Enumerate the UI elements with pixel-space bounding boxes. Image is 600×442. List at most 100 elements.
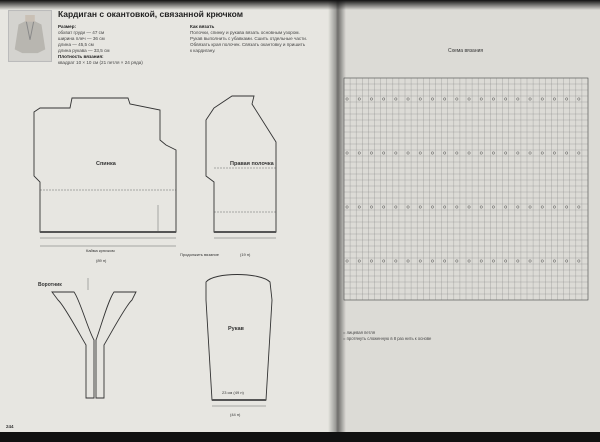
chart-symbol [479,205,483,209]
chart-symbol [528,151,532,155]
sleeve-label: Рукав [228,326,245,332]
chart-symbol [467,259,471,263]
page-title: Кардиган с окантовкой, связанной крючком [58,9,244,19]
chart-symbol [467,205,471,209]
chart-symbol [370,205,373,209]
chart-symbol [492,205,495,209]
chart-symbol [382,151,386,155]
total2-label: (19 п) [240,252,251,257]
chart-symbol [382,205,386,209]
chart-symbol [516,151,520,155]
bottom-edge [0,432,600,442]
chart-symbol [577,151,581,155]
chart-symbol [528,259,532,263]
size-heading: Размер: [58,24,77,29]
chart-legend: = лицевая петля = протянуть сложенную в … [343,330,593,342]
chart-symbol [528,205,532,209]
chart-symbol [455,259,459,263]
back-label: Спинка [96,161,117,167]
chart-symbol [553,259,556,263]
size-line: обхват груди — 47 см [58,30,105,35]
chart-symbol [443,97,447,101]
size-line: длина рукава — 33,5 см [58,48,110,53]
chart-symbol [406,205,410,209]
chart-symbol [467,97,471,101]
top-shadow [0,0,600,10]
chart-symbol [553,205,556,209]
chart-symbol [345,97,349,101]
chart-symbol [553,97,556,101]
chart-symbol [394,151,398,155]
chart-symbol [565,151,569,155]
chart-symbol [479,97,483,101]
book-gutter [328,0,346,442]
chart-symbol [504,97,508,101]
left-page [0,0,336,442]
chart-symbol [394,97,398,101]
chart-symbol [370,259,373,263]
page-number: 244 [6,424,14,429]
chart-symbol [492,259,495,263]
chart-symbol [479,151,483,155]
how-to-info: Как вязать Полочки, спинку и рукава вяза… [190,24,308,54]
chart-symbol [565,205,569,209]
chart-symbol [406,97,410,101]
sleeve-outline [205,274,273,401]
chart-symbol [577,97,581,101]
chart-symbol [565,259,569,263]
chart-symbol [406,151,410,155]
chart-symbol [540,205,544,209]
chart-symbol [553,151,556,155]
how-to-heading: Как вязать [190,24,215,29]
chart-symbol [443,205,447,209]
cardigan-photo [8,10,52,62]
chart-title: Схема вязания [448,48,484,54]
chart-symbol [357,97,361,101]
chart-symbol [345,151,349,155]
chart-symbol [540,151,544,155]
how-to-text: Полочки, спинку и рукава вязать основным… [190,30,308,53]
total3-label: (44 п) [230,412,241,417]
size-line: длина — 45,5 см [58,42,94,47]
chart-symbol [540,259,544,263]
sleeve-bottom-label: 23 см (49 п) [222,390,244,395]
chart-symbol [516,259,520,263]
size-info: Размер: обхват груди — 47 см ширина плеч… [58,24,186,66]
chart-symbol [528,97,532,101]
chart-symbol [504,259,508,263]
chart-symbol [357,151,361,155]
trim-label: Кайма крючком [86,248,115,253]
chart-symbol [394,205,398,209]
chart-symbol [467,151,471,155]
chart-symbol [540,97,544,101]
chart-symbol [418,97,422,101]
chart-symbol [431,151,434,155]
chart-symbol [370,151,373,155]
chart-symbol [345,259,349,263]
chart-symbol [565,97,569,101]
chart-symbol [492,151,495,155]
chart-symbol [504,205,508,209]
continue-label: Продолжить вязание [180,252,220,257]
size-line: ширина плеч — 36 см [58,36,105,41]
chart-symbol [431,205,434,209]
knitting-chart [343,77,589,301]
total-label: (89 п) [96,258,107,263]
density-text: квадрат 10 × 10 см (21 петля × 24 ряда) [58,60,143,65]
chart-symbol [357,259,361,263]
chart-symbol [382,259,386,263]
collar-outline [51,291,95,399]
density-heading: Плотность вязания: [58,54,104,59]
chart-symbol [516,97,520,101]
chart-symbol [455,97,459,101]
chart-symbol [431,259,434,263]
chart-symbol [443,151,447,155]
chart-symbol [577,205,581,209]
chart-symbol [345,205,349,209]
chart-symbol [418,259,422,263]
chart-symbol [431,97,434,101]
chart-symbol [394,259,398,263]
chart-symbol [504,151,508,155]
